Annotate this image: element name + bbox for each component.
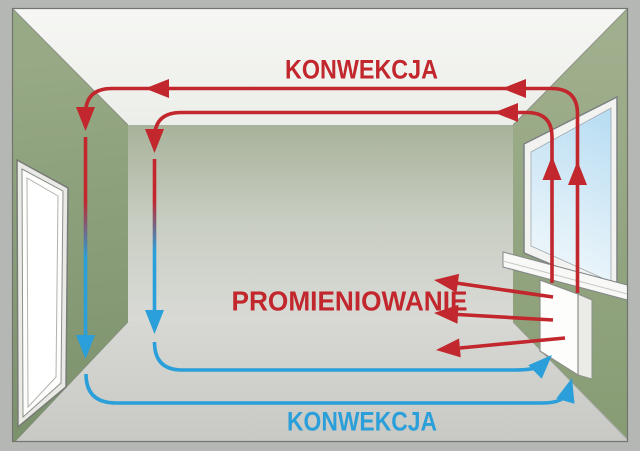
radiation-ray-2 [457,312,554,322]
radiator [539,279,593,380]
door [16,158,69,429]
floor-surface [13,322,627,441]
warm-convection-lines [83,86,580,350]
cooling-descent-lines [83,137,157,338]
radiation-ray-1 [455,281,554,299]
radiation-ray-3 [459,336,566,350]
label-radiation: PROMIENIOWANIE [232,286,468,317]
window-sill [502,251,627,301]
radiator-front [539,279,579,377]
warm-ceiling-path-outer [83,86,580,293]
warm-ceiling-path-inner [152,110,554,283]
door-panel [26,177,59,409]
radiator-side [577,293,593,380]
label-convection-bottom: KONWEKCJA [287,407,437,437]
back-wall [128,125,513,322]
label-convection-top: KONWEKCJA [285,55,438,85]
